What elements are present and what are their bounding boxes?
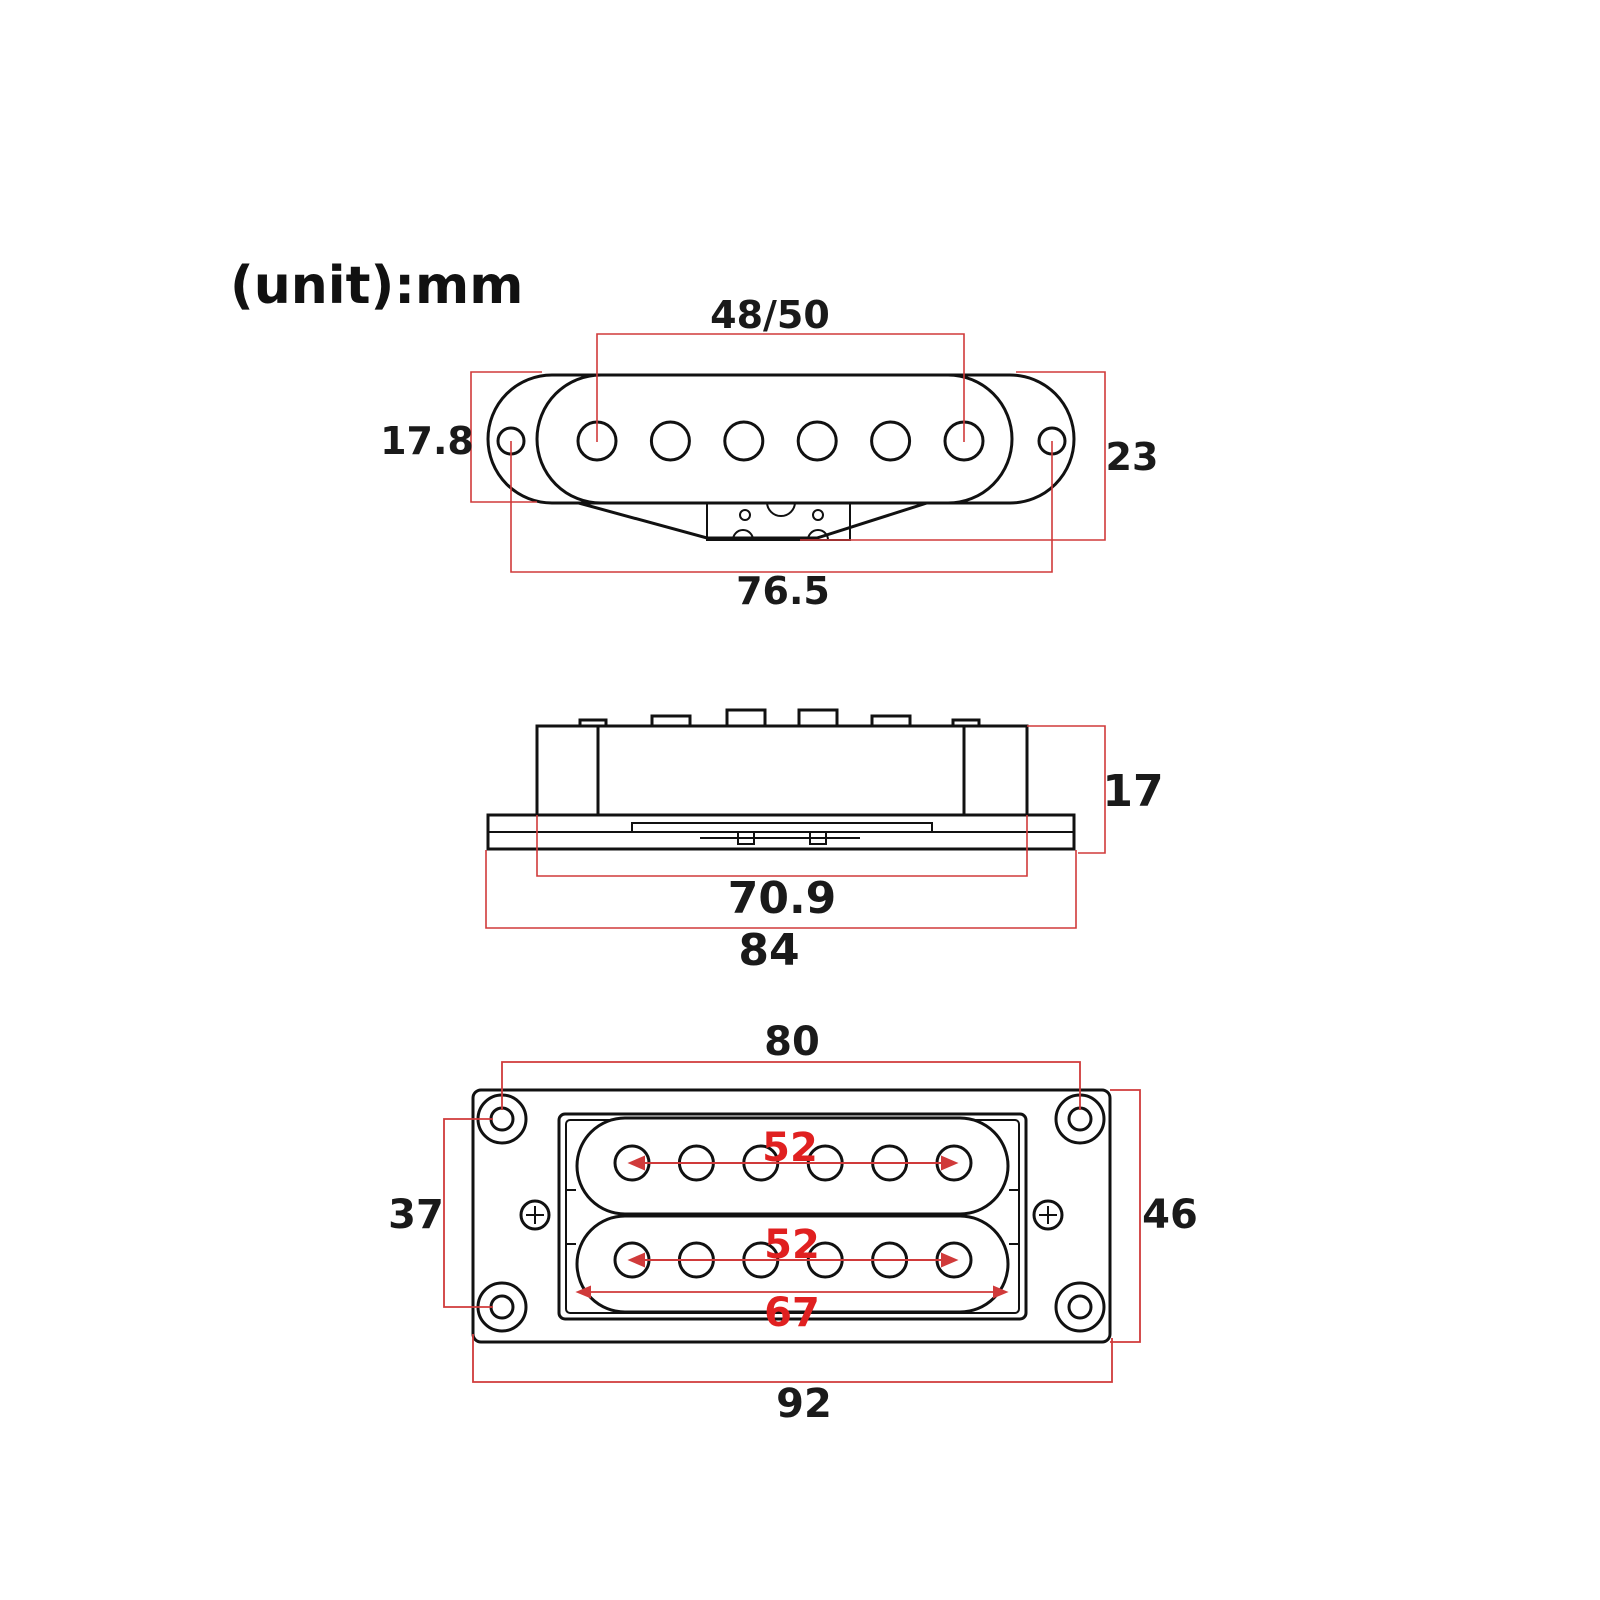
single-coil-side-dimensions xyxy=(485,725,1106,929)
label-base-length: 84 xyxy=(738,925,799,976)
side-pole-4 xyxy=(797,708,839,728)
single-coil-top-dimensions xyxy=(470,333,1106,573)
terminal-hole-left xyxy=(739,509,751,521)
arrow-head-coil-right xyxy=(993,1285,1009,1299)
label-hb-mount-x: 80 xyxy=(764,1019,820,1065)
label-hb-pole-spacing-top: 52 xyxy=(762,1125,818,1171)
dim-line-mount-spacing xyxy=(510,441,1053,573)
label-body-length: 70.9 xyxy=(728,873,837,924)
side-body xyxy=(535,724,1029,817)
dim-line-body-length xyxy=(536,815,1028,877)
side-terminal-tab-left xyxy=(737,831,755,845)
humbucker-coil-bottom xyxy=(575,1214,1010,1314)
arrow-head-bottom-left xyxy=(627,1252,645,1268)
height-screw-right-icon xyxy=(1032,1199,1064,1231)
terminal-hole-right xyxy=(812,509,824,521)
side-pole-3 xyxy=(725,708,767,728)
label-hb-pole-spacing-bottom: 52 xyxy=(764,1222,820,1268)
terminal-notch-right xyxy=(807,529,829,541)
single-coil-pole-3 xyxy=(723,420,765,462)
humbucker-top-view xyxy=(471,1088,1112,1344)
humbucker-pole-spacing-arrows xyxy=(575,1155,1009,1299)
humbucker-dimensions xyxy=(443,1061,1141,1383)
label-hb-coil-length: 67 xyxy=(764,1290,820,1336)
dim-line-hb-ring-height xyxy=(1110,1089,1141,1343)
arrow-head-coil-left xyxy=(575,1285,591,1299)
dim-line-overall-width xyxy=(800,371,1106,541)
side-terminal-tab-right xyxy=(809,831,827,845)
dim-line-hb-mount-x xyxy=(501,1061,1081,1110)
side-terminal-strip xyxy=(631,822,933,833)
single-coil-pole-pieces xyxy=(576,420,985,462)
terminal-notch-left xyxy=(732,529,754,541)
pickup-cover xyxy=(535,373,1014,505)
label-overall-width: 23 xyxy=(1106,435,1159,479)
label-cover-width: 17.8 xyxy=(380,419,474,463)
arrow-head-bottom-right xyxy=(941,1252,959,1268)
dim-line-hb-ring-length xyxy=(472,1334,1113,1383)
label-hb-ring-length: 92 xyxy=(776,1381,832,1427)
single-coil-side-view xyxy=(486,708,1076,851)
arrow-head-top-right xyxy=(941,1155,959,1171)
single-coil-top-view xyxy=(486,373,1076,541)
single-coil-pole-2 xyxy=(649,420,691,462)
label-mount-spacing: 76.5 xyxy=(736,569,830,613)
dim-line-base-length xyxy=(485,850,1077,929)
dim-line-cover-width xyxy=(470,371,542,503)
single-coil-pole-4 xyxy=(796,420,838,462)
label-pole-spacing: 48/50 xyxy=(710,293,830,337)
humbucker-ring-cutout xyxy=(557,1112,1028,1321)
humbucker-mount-hole-br xyxy=(1054,1281,1106,1333)
unit-label: (unit):mm xyxy=(230,256,523,316)
label-hb-ring-height: 46 xyxy=(1142,1192,1198,1238)
label-height: 17 xyxy=(1102,766,1163,817)
height-screw-left-icon xyxy=(519,1199,551,1231)
arrow-head-top-left xyxy=(627,1155,645,1171)
humbucker-coil-top xyxy=(575,1116,1010,1216)
dim-line-hb-mount-y xyxy=(443,1118,493,1308)
dim-line-pole-spacing xyxy=(596,333,965,442)
terminal-notch-center xyxy=(766,501,796,517)
label-hb-mount-y: 37 xyxy=(388,1192,444,1238)
dim-line-height xyxy=(1027,725,1106,854)
baseplate-tab xyxy=(574,500,931,540)
single-coil-pole-5 xyxy=(870,420,912,462)
